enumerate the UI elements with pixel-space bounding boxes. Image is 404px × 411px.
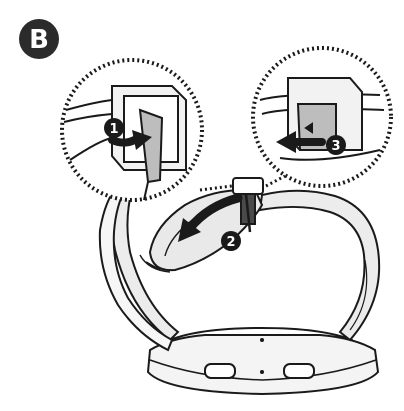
step-2-badge: 2 — [221, 231, 241, 251]
zoom-callout-left — [60, 58, 233, 202]
panel-label-text: B — [29, 25, 49, 55]
right-strap — [258, 189, 381, 342]
step-1-badge: 1 — [104, 118, 124, 138]
svg-text:2: 2 — [226, 235, 235, 250]
watch-button-right — [283, 363, 315, 379]
watch-button-left — [204, 363, 236, 379]
watch-body — [146, 326, 380, 396]
strap-pin-buckle — [232, 177, 264, 233]
step-3-badge: 3 — [326, 135, 346, 155]
panel-label-badge: B — [19, 19, 59, 59]
svg-text:1: 1 — [109, 122, 118, 137]
step2-arrow — [178, 193, 243, 242]
svg-text:3: 3 — [331, 139, 340, 154]
zoom-callout-right — [251, 46, 393, 188]
